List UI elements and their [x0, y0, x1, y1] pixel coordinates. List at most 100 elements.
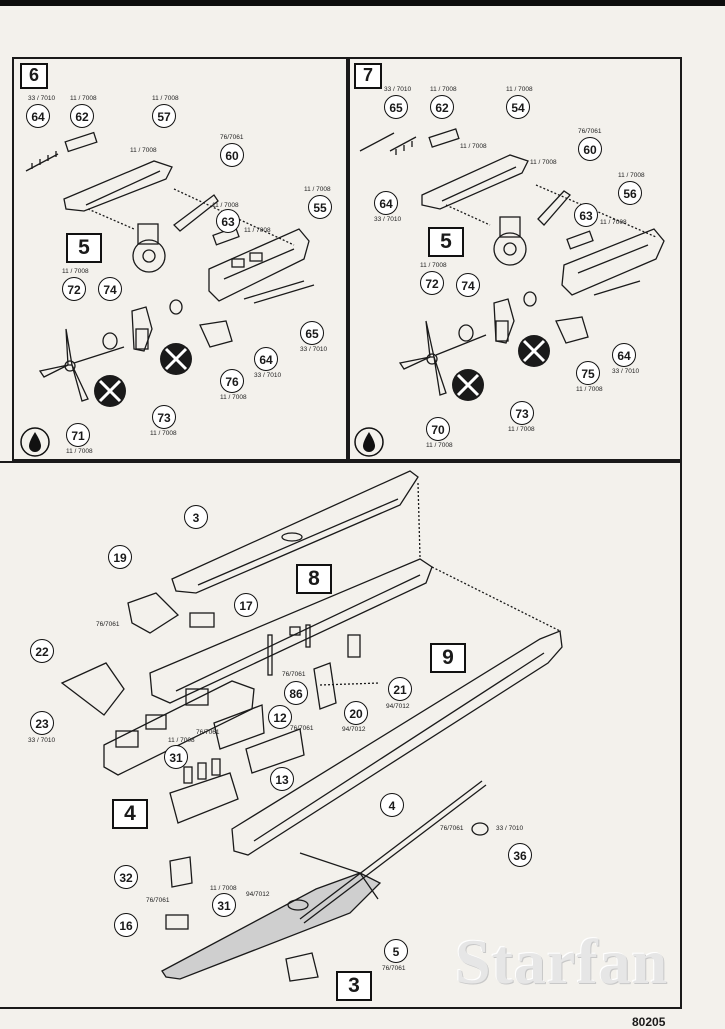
step-4-box: 4 — [112, 799, 148, 829]
callout-code: 33 / 7010 — [374, 216, 402, 223]
callout-64: 64 — [612, 343, 636, 367]
callout-3: 3 — [184, 505, 208, 529]
callout-65: 65 — [384, 95, 408, 119]
callout-code: 11 / 7008 — [576, 386, 603, 393]
callout-23: 23 — [30, 711, 54, 735]
callout-31: 31 — [164, 745, 188, 769]
part-code: 76/7061 — [440, 825, 464, 832]
callout-code: 11 / 7008 — [150, 430, 177, 437]
top-edge-bar — [0, 0, 725, 6]
callout-code: 33 / 7010 — [612, 368, 640, 375]
step-5-ref-box: 5 — [428, 227, 464, 257]
callout-code: 76/7061 — [96, 621, 120, 628]
callout-64: 64 — [26, 104, 50, 128]
callout-code: 33 / 7010 — [300, 346, 328, 353]
part-code: 94/7012 — [246, 891, 270, 898]
callout-62: 62 — [430, 95, 454, 119]
step-3-box: 3 — [336, 971, 372, 1001]
callout-code: 11 / 7008 — [508, 426, 535, 433]
callout-72: 72 — [62, 277, 86, 301]
callout-21: 21 — [388, 677, 412, 701]
callout-60: 60 — [220, 143, 244, 167]
callout-code: 94/7012 — [386, 703, 410, 710]
callout-64: 64 — [374, 191, 398, 215]
callout-code: 11 / 7008 — [430, 86, 457, 93]
callout-16: 16 — [114, 913, 138, 937]
step-9-box: 9 — [430, 643, 466, 673]
callout-32: 32 — [114, 865, 138, 889]
callout-22: 22 — [30, 639, 54, 663]
starfan-watermark: Starfan — [455, 926, 669, 997]
step-8-box: 8 — [296, 564, 332, 594]
callout-code: 11 / 7008 — [62, 268, 89, 275]
callout-36: 36 — [508, 843, 532, 867]
callout-code: 76/7061 — [382, 965, 406, 972]
callout-code: 11 / 7008 — [212, 202, 239, 209]
callout-code: 11 / 7008 — [168, 737, 195, 744]
callout-74: 74 — [456, 273, 480, 297]
part-code: 11 / 7008 — [130, 147, 157, 154]
callout-31: 31 — [212, 893, 236, 917]
step-7-drawing — [359, 128, 665, 401]
step-5-ref-box: 5 — [66, 233, 102, 263]
callout-code: 11 / 7008 — [618, 172, 645, 179]
callout-code: 76/7061 — [578, 128, 602, 135]
step-7-number: 7 — [354, 63, 382, 89]
callout-5: 5 — [384, 939, 408, 963]
step-7-panel: 7 — [348, 57, 682, 461]
callout-73: 73 — [152, 405, 176, 429]
callout-code: 11 / 7008 — [426, 442, 453, 449]
callout-code: 11 / 7008 — [304, 186, 331, 193]
fuselage-drawing — [60, 470, 563, 982]
callout-65: 65 — [300, 321, 324, 345]
part-code: 76/7061 — [196, 729, 220, 736]
callout-75: 75 — [576, 361, 600, 385]
callout-20: 20 — [344, 701, 368, 725]
callout-code: 76/7061 — [282, 671, 306, 678]
part-code: 11 / 7008 — [530, 159, 557, 166]
step-6-number: 6 — [20, 63, 48, 89]
callout-code: 11 / 7008 — [152, 95, 179, 102]
callout-55: 55 — [308, 195, 332, 219]
callout-code: 76/7061 — [290, 725, 314, 732]
callout-73: 73 — [510, 401, 534, 425]
callout-54: 54 — [506, 95, 530, 119]
callout-code: 11 / 7008 — [420, 262, 447, 269]
callout-code: 11 / 7008 — [600, 219, 627, 226]
callout-64: 64 — [254, 347, 278, 371]
paint-drop-icon — [354, 427, 384, 457]
callout-72: 72 — [420, 271, 444, 295]
paint-drop-icon — [20, 427, 50, 457]
step-6-drawing — [25, 131, 315, 407]
callout-60: 60 — [578, 137, 602, 161]
callout-code: 33 / 7010 — [384, 86, 412, 93]
callout-code: 94/7012 — [342, 726, 366, 733]
step-6-panel: 6 — [12, 57, 348, 461]
callout-4: 4 — [380, 793, 404, 817]
callout-57: 57 — [152, 104, 176, 128]
callout-code: 33 / 7010 — [28, 95, 56, 102]
callout-code: 11 / 7008 — [66, 448, 93, 455]
part-code: 11 / 7008 — [460, 143, 487, 150]
callout-70: 70 — [426, 417, 450, 441]
callout-13: 13 — [270, 767, 294, 791]
callout-74: 74 — [98, 277, 122, 301]
callout-76: 76 — [220, 369, 244, 393]
callout-code: 76/7061 — [220, 134, 244, 141]
callout-code: 11 / 7008 — [210, 885, 237, 892]
part-code: 11 / 7008 — [244, 227, 271, 234]
callout-62: 62 — [70, 104, 94, 128]
callout-71: 71 — [66, 423, 90, 447]
page-number: 80205 — [632, 1015, 666, 1029]
callout-19: 19 — [108, 545, 132, 569]
callout-code: 76/7061 — [146, 897, 170, 904]
callout-63: 63 — [574, 203, 598, 227]
callout-code: 33 / 7010 — [496, 825, 524, 832]
fuselage-assembly-panel: 8 9 4 3 3 19 76/7061 17 22 23 33 / 7010 … — [0, 461, 682, 1009]
callout-86: 86 — [284, 681, 308, 705]
callout-63: 63 — [216, 209, 240, 233]
callout-code: 11 / 7008 — [70, 95, 97, 102]
callout-code: 33 / 7010 — [28, 737, 56, 744]
callout-code: 11 / 7008 — [220, 394, 247, 401]
callout-17: 17 — [234, 593, 258, 617]
